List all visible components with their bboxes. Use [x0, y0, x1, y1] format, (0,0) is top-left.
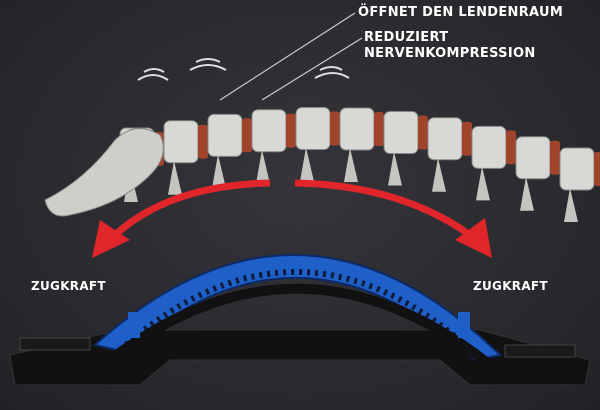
arrow-head-right-icon: [455, 218, 492, 258]
disc: [330, 111, 340, 146]
stretcher-arch: [92, 253, 503, 362]
arch-clip-right: [458, 312, 470, 338]
base-foot-right: [504, 344, 576, 358]
arrow-head-left-icon: [92, 220, 130, 258]
vertebra: [163, 120, 199, 164]
label-reduces-line2: NERVENKOMPRESSION: [364, 46, 536, 61]
arch-frame: [106, 283, 494, 369]
vertebra: [295, 106, 331, 150]
disc: [198, 124, 208, 159]
vertebra: [559, 147, 595, 191]
arch-nubs: [118, 269, 483, 361]
disc: [506, 130, 516, 165]
pointer-lines: [219, 12, 363, 101]
spinous-process: [476, 166, 490, 201]
base-foot-left: [19, 337, 91, 351]
vertebra: [251, 109, 287, 153]
label-traction-left: ZUGKRAFT: [31, 279, 106, 293]
disc: [418, 115, 428, 150]
traction-arrows: [112, 179, 473, 238]
vertebra: [339, 107, 375, 151]
spinous-process: [168, 160, 182, 195]
spinous-process: [432, 157, 446, 192]
arch-clip-left: [128, 312, 140, 338]
stretcher-base: [9, 329, 591, 386]
sacrum: [44, 128, 164, 217]
spinous-process: [300, 147, 314, 182]
spinous-process: [564, 188, 578, 222]
spinous-process: [388, 151, 402, 186]
disc: [286, 113, 296, 148]
spinous-process: [212, 154, 226, 189]
label-reduces-line1: REDUZIERT: [364, 30, 449, 45]
vertebra: [427, 117, 463, 161]
vertebra: [383, 110, 419, 154]
disc: [462, 121, 472, 156]
disc: [242, 118, 252, 153]
spine: [119, 106, 600, 222]
label-traction-right: ZUGKRAFT: [473, 279, 548, 293]
disc: [594, 152, 600, 186]
disc: [550, 140, 560, 175]
disc: [374, 112, 384, 146]
vertebra: [471, 125, 507, 169]
spinous-process: [344, 148, 358, 182]
vertebra: [207, 113, 243, 157]
vertebra: [515, 136, 551, 180]
label-opens-lumbar: ÖFFNET DEN LENDENRAUM: [358, 5, 564, 20]
vibration-waves-icon: [137, 58, 350, 81]
spinous-process: [520, 176, 534, 211]
spinous-process: [256, 149, 270, 184]
